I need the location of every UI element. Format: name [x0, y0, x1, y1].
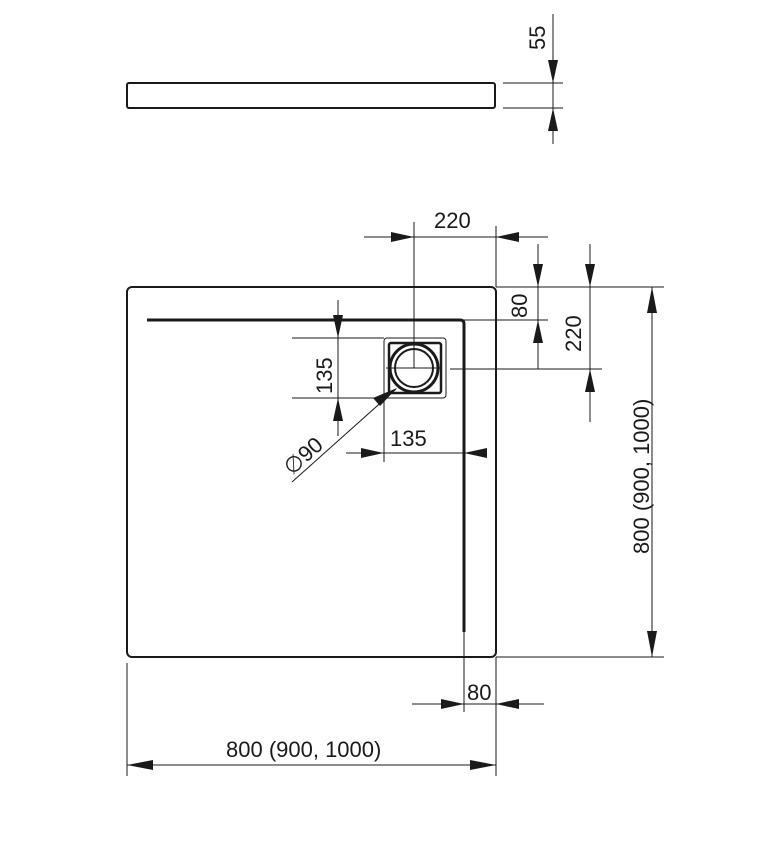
- inner-rim-line: [147, 318, 466, 632]
- arrow-depth-top: [647, 287, 657, 313]
- arrow-220v-up: [585, 369, 595, 392]
- arrow-up: [548, 108, 558, 131]
- drain-cover: [383, 337, 447, 399]
- diameter-leader-line: [291, 388, 397, 483]
- label-135-v: 135: [312, 357, 337, 394]
- arrow-220h-left: [496, 232, 519, 242]
- label-depth: 800 (900, 1000): [629, 399, 654, 554]
- arrow-135v-down: [333, 315, 343, 338]
- arrow-80h-right: [441, 699, 464, 709]
- arrow-80v-up: [533, 320, 543, 343]
- arrow-80h-left: [496, 699, 519, 709]
- arrow-135h-right: [361, 448, 384, 458]
- label-width: 800 (900, 1000): [226, 737, 381, 762]
- side-view: 55: [126, 14, 563, 144]
- height-label: 55: [525, 26, 550, 50]
- tray-side-profile: [126, 82, 496, 109]
- label-220-v: 220: [561, 315, 586, 352]
- label-135-h: 135: [390, 426, 427, 451]
- label-220-h: 220: [434, 208, 471, 233]
- label-80-v: 80: [507, 294, 532, 318]
- arrow-width-right: [470, 760, 496, 770]
- drain: [383, 337, 447, 399]
- arrow-down: [548, 60, 558, 83]
- arrow-width-left: [127, 760, 153, 770]
- arrow-135v-up: [333, 398, 343, 421]
- arrow-135h-left: [464, 448, 487, 458]
- diameter-leader-arrow: [373, 388, 397, 406]
- plan-view: 220 80 220 135 135 ∅90: [126, 208, 664, 776]
- arrow-220v-down: [585, 264, 595, 287]
- arrow-80v-down: [533, 264, 543, 287]
- arrow-depth-bottom: [647, 631, 657, 657]
- label-80-h: 80: [467, 680, 491, 705]
- arrow-220h-right: [391, 232, 414, 242]
